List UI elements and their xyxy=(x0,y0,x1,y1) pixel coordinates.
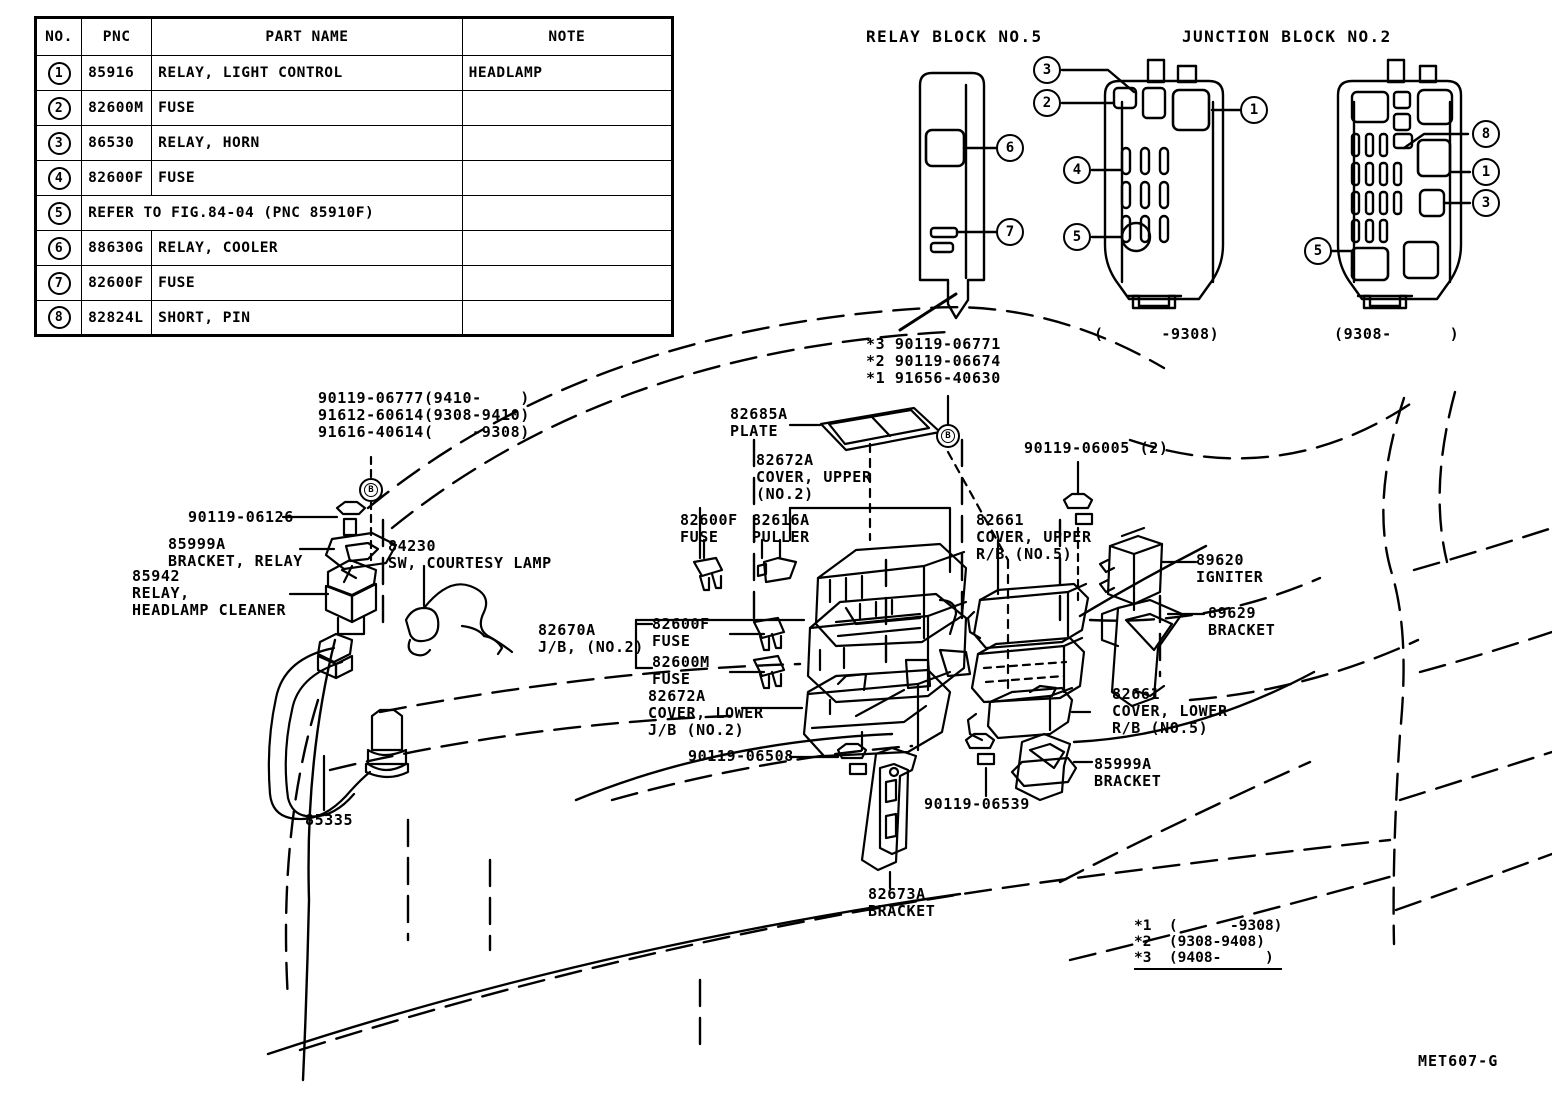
junction-right-caption: (9308- ) xyxy=(1334,325,1460,343)
bolt-90119-06508-label: 90119-06508 xyxy=(688,747,794,765)
bolt-90119-06539-label: 90119-06539 xyxy=(924,795,1030,813)
row-part-name: SHORT, PIN xyxy=(151,300,463,336)
callout-jbr-8: 8 xyxy=(1472,120,1500,148)
row-number: 5 xyxy=(34,195,83,231)
junction-left-caption: ( -9308) xyxy=(1094,325,1220,343)
row-number: 8 xyxy=(34,300,83,336)
plate-82685A-label: 82685A PLATE xyxy=(730,405,788,440)
row-note xyxy=(461,265,674,301)
header-no: NO. xyxy=(34,17,83,56)
callout-jbl-1: 1 xyxy=(1240,96,1268,124)
relay-block-title: RELAY BLOCK NO.5 xyxy=(866,27,1043,46)
header-note: NOTE xyxy=(461,17,674,56)
puller-82616A-label: 82616A PULLER xyxy=(752,511,810,546)
table-row: 5 REFER TO FIG.84-04 (PNC 85910F) xyxy=(34,195,674,231)
bolt-variants-label: 90119-06777(9410- ) 91612-60614(9308-941… xyxy=(318,389,530,441)
callout-jbl-2: 2 xyxy=(1033,89,1061,117)
row-part-name: FUSE xyxy=(151,160,463,196)
row-number: 7 xyxy=(34,265,83,301)
row-pnc: 88630G xyxy=(81,230,153,266)
row-part-name: RELAY, HORN xyxy=(151,125,463,161)
table-header-row: NO. PNC PART NAME NOTE xyxy=(34,17,674,56)
row-note: HEADLAMP xyxy=(461,55,674,91)
row-part-name: FUSE xyxy=(151,265,463,301)
row-number: 1 xyxy=(34,55,83,91)
row-part-name: FUSE xyxy=(151,90,463,126)
circled-number: 8 xyxy=(47,306,71,329)
row-note xyxy=(461,195,674,231)
row-note xyxy=(461,300,674,336)
cover-upper-no2-label: 82672A COVER, UPPER (NO.2) xyxy=(756,451,872,503)
circled-number: 3 xyxy=(47,131,71,155)
row-number: 3 xyxy=(34,125,83,161)
row-note xyxy=(461,125,674,161)
bracket-82673A-label: 82673A BRACKET xyxy=(868,885,936,920)
callout-jbr-1: 1 xyxy=(1472,158,1500,186)
bracket-85999A-label: 85999A BRACKET xyxy=(1094,755,1162,790)
row-part-name: REFER TO FIG.84-04 (PNC 85910F) xyxy=(81,195,463,231)
b-marker-left: B xyxy=(359,478,383,502)
star-notes-top: *3 90119-06771 *2 90119-06674 *1 91656-4… xyxy=(866,335,1001,387)
callout-relay-7: 7 xyxy=(996,218,1024,246)
circled-number: 7 xyxy=(47,271,71,295)
callout-jbl-3: 3 xyxy=(1033,56,1061,84)
fuse-82600M-label: 82600M FUSE xyxy=(652,653,710,688)
circled-number: 6 xyxy=(47,236,71,260)
row-pnc: 82600F xyxy=(81,265,153,301)
bracket-89629-label: 89629 BRACKET xyxy=(1208,604,1276,639)
fuse-82600F-upper-label: 82600F FUSE xyxy=(680,511,738,546)
b-marker-center: B xyxy=(936,424,960,448)
callout-relay-6: 6 xyxy=(996,134,1024,162)
callout-jbr-5: 5 xyxy=(1304,237,1332,265)
row-pnc: 82824L xyxy=(81,300,153,336)
bolt-90119-06005-label: 90119-06005 (2) xyxy=(1024,439,1169,457)
cover-lower-jb-no2-label: 82672A COVER, LOWER J/B (NO.2) xyxy=(648,687,764,739)
row-note xyxy=(461,160,674,196)
row-note xyxy=(461,90,674,126)
washer-motor-label: 85335 xyxy=(305,811,354,829)
circled-number: 5 xyxy=(47,201,71,225)
row-number: 6 xyxy=(34,230,83,266)
cover-lower-rb-no5-label: 82661 COVER, LOWER R/B (NO.5) xyxy=(1112,685,1228,737)
row-pnc: 82600M xyxy=(81,90,153,126)
callout-jbl-5: 5 xyxy=(1063,223,1091,251)
footnote-legend: *1 ( -9308) *2 (9308-9408) *3 (9408- ) xyxy=(1134,918,1283,970)
row-part-name: RELAY, LIGHT CONTROL xyxy=(151,55,463,91)
fuse-82600F-lower-label: 82600F FUSE xyxy=(652,615,710,650)
bolt-90119-06126-label: 90119-06126 xyxy=(188,508,294,526)
sw-courtesy-lamp-label: 84230 SW, COURTESY LAMP xyxy=(388,537,552,572)
row-pnc: 85916 xyxy=(81,55,153,91)
circled-number: 2 xyxy=(47,96,71,120)
circled-number: 1 xyxy=(47,61,71,85)
relay-headlamp-cleaner-label: 85942 RELAY, HEADLAMP CLEANER xyxy=(132,567,287,619)
row-number: 2 xyxy=(34,90,83,126)
circled-number: 4 xyxy=(47,166,71,190)
row-number: 4 xyxy=(34,160,83,196)
drawing-code: MET607-G xyxy=(1418,1052,1499,1070)
row-pnc: 86530 xyxy=(81,125,153,161)
igniter-89620-label: 89620 IGNITER xyxy=(1196,551,1264,586)
junction-block-title: JUNCTION BLOCK NO.2 xyxy=(1182,27,1392,46)
row-pnc: 82600F xyxy=(81,160,153,196)
cover-upper-rb-no5-label: 82661 COVER, UPPER R/B (NO.5) xyxy=(976,511,1092,563)
row-part-name: RELAY, COOLER xyxy=(151,230,463,266)
jb-no2-label: 82670A J/B, (NO.2) xyxy=(538,621,644,656)
bracket-relay-label: 85999A BRACKET, RELAY xyxy=(168,535,303,570)
header-part-name: PART NAME xyxy=(151,17,463,56)
callout-jbr-3: 3 xyxy=(1472,189,1500,217)
header-pnc: PNC xyxy=(81,17,153,56)
callout-jbl-4: 4 xyxy=(1063,156,1091,184)
row-note xyxy=(461,230,674,266)
